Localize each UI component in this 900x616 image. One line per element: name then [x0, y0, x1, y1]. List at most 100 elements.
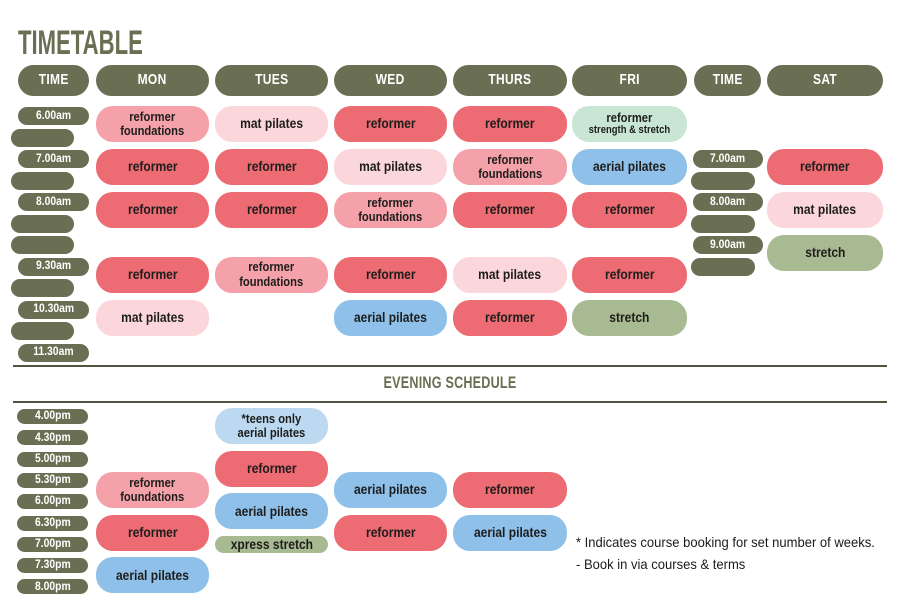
time-pill-11.30am: 11.30am — [18, 343, 89, 362]
time-pill-7.00am-label: 7.00am — [710, 152, 746, 165]
time-pill-8.00am-label: 8.00am — [35, 195, 72, 208]
header-thurs: THURS — [453, 65, 567, 96]
time-pill-4.30pm: 4.30pm — [17, 430, 88, 446]
class-pill-mat_pilates: mat pilates — [215, 106, 328, 142]
class-pill-reformer-label: reformer — [127, 265, 178, 282]
class-pill-reformer: reformer — [96, 192, 209, 228]
header-time2: TIME — [694, 65, 761, 96]
class-pill-reformer-label: reformer — [485, 201, 535, 218]
header-tues: TUES — [215, 65, 328, 96]
footnote-line-1: * Indicates course booking for set numbe… — [576, 534, 875, 550]
header-mon: MON — [96, 65, 209, 96]
class-pill-aerial_pilates-label: aerial pilates — [354, 481, 427, 498]
class-pill-reformer-label: reformer — [604, 201, 655, 218]
header-wed: WED — [334, 65, 447, 96]
class-pill-mat_pilates: mat pilates — [96, 299, 209, 336]
class-pill-aerial_pilates: aerial pilates — [96, 557, 209, 594]
class-pill-reformer: reformer — [96, 256, 209, 293]
divider-line — [13, 401, 887, 403]
time-pill-7.30pm: 7.30pm — [17, 558, 88, 574]
time-pill-blank — [691, 171, 755, 190]
time-pill-9.30am: 9.30am — [18, 257, 89, 276]
time-pill-4.00pm: 4.00pm — [17, 409, 88, 424]
time-pill-blank — [11, 236, 74, 254]
class-pill-mat_pilates-label: mat pilates — [478, 265, 542, 282]
class-pill-mat_pilates: mat pilates — [453, 256, 567, 293]
time-pill-8.00am-label: 8.00am — [710, 195, 746, 208]
time-pill-blank — [691, 214, 755, 233]
time-pill-8.00am: 8.00am — [18, 193, 89, 211]
class-pill-aerial_pilates-label: aerial pilates — [473, 523, 547, 540]
header-fri-label: FRI — [619, 71, 640, 89]
class-pill-stretch: stretch — [767, 235, 883, 271]
header-sat-label: SAT — [812, 71, 838, 89]
class-pill-reformer-label: reformer — [604, 265, 655, 282]
class-pill-aerial_pilates-label: aerial pilates — [354, 308, 427, 325]
class-pill-aerial_pilates-label: aerial pilates — [116, 566, 189, 583]
class-pill-reformer-label: reformer — [127, 158, 178, 175]
class-pill-reformer-label: reformer — [365, 115, 416, 132]
class-pill-reformer: reformer — [453, 471, 567, 508]
time-pill-11.30am-label: 11.30am — [33, 346, 74, 359]
class-pill-aerial_pilates: aerial pilates — [334, 299, 447, 336]
class-pill-reformer: reformer — [453, 299, 567, 336]
header-thurs-label: THURS — [488, 71, 532, 89]
time-pill-9.00am-label: 9.00am — [710, 238, 746, 251]
class-pill-reformer: reformer — [215, 450, 328, 487]
time-pill-5.00pm: 5.00pm — [17, 451, 88, 467]
time-pill-blank — [11, 279, 74, 297]
class-pill-mat_pilates: mat pilates — [767, 192, 883, 228]
time-pill-10.30am-label: 10.30am — [33, 303, 74, 316]
header-fri: FRI — [572, 65, 687, 96]
time-pill-7.00pm-label: 7.00pm — [34, 538, 71, 551]
page-title: TIMETABLE — [18, 24, 143, 62]
header-time1-label: TIME — [38, 71, 69, 89]
class-pill-mat_pilates-label: mat pilates — [240, 115, 303, 132]
class-pill-mat_pilates-label: mat pilates — [793, 201, 857, 218]
time-pill-blank — [11, 171, 74, 190]
time-pill-6.00pm: 6.00pm — [17, 494, 88, 510]
time-pill-9.00am: 9.00am — [693, 236, 763, 254]
class-pill-stretch: xpress stretch — [215, 535, 328, 553]
header-mon-label: MON — [138, 71, 167, 89]
class-pill-stretch-label: stretch — [804, 244, 846, 261]
time-pill-7.00am-label: 7.00am — [35, 152, 72, 165]
time-pill-7.00am: 7.00am — [693, 150, 763, 168]
time-pill-5.00pm-label: 5.00pm — [34, 452, 71, 465]
class-pill-stretch-label: stretch — [609, 308, 650, 325]
class-pill-reformer-label: reformer — [127, 523, 178, 540]
class-pill-reformer-label: reformer — [485, 481, 535, 498]
class-pill-reformer: reformer — [215, 192, 328, 228]
class-pill-reformer-label: reformer — [485, 115, 535, 132]
class-pill-reformer: reformer — [334, 106, 447, 142]
class-pill-aerial_pilates-label: aerial pilates — [235, 502, 308, 519]
class-pill-reformer: reformer — [572, 256, 687, 293]
class-pill-stretch: stretch — [572, 299, 687, 336]
time-pill-9.30am-label: 9.30am — [35, 260, 72, 273]
class-pill-mat_pilates-label: mat pilates — [121, 308, 184, 325]
class-pill-aerial_pilates: aerial pilates — [334, 471, 447, 508]
time-pill-blank — [11, 214, 74, 233]
class-pill-reformer-label: reformer — [246, 460, 297, 477]
time-pill-6.00am: 6.00am — [18, 107, 89, 125]
class-pill-mat_pilates: mat pilates — [334, 149, 447, 185]
time-pill-8.00pm-label: 8.00pm — [34, 580, 71, 593]
class-pill-aerial_pilates: aerial pilates — [453, 514, 567, 551]
class-pill-stretch-label: xpress stretch — [230, 535, 313, 552]
time-pill-6.00pm-label: 6.00pm — [34, 495, 71, 508]
class-pill-reformer: reformer — [767, 149, 883, 185]
time-pill-6.00am-label: 6.00am — [35, 109, 72, 122]
time-pill-6.30pm: 6.30pm — [17, 515, 88, 531]
